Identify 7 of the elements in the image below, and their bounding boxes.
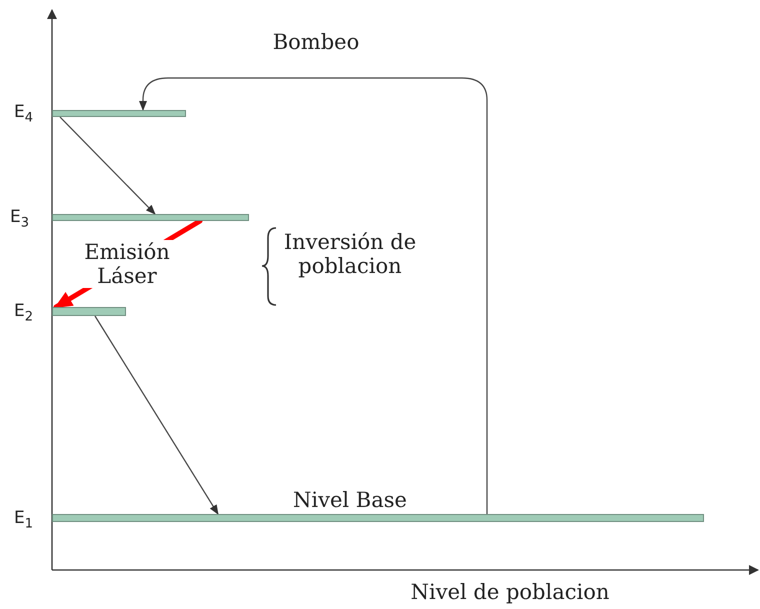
energy-level-label: E$_{2}$	[14, 301, 34, 326]
energy-level-label: E$_{4}$	[14, 102, 34, 128]
arrow	[139, 77, 488, 514]
energy-level-label: E$_{1}$	[14, 508, 34, 534]
arrow	[94, 316, 219, 515]
energy-level-label: E$_{3}$	[10, 207, 30, 232]
arrow	[60, 116, 156, 215]
